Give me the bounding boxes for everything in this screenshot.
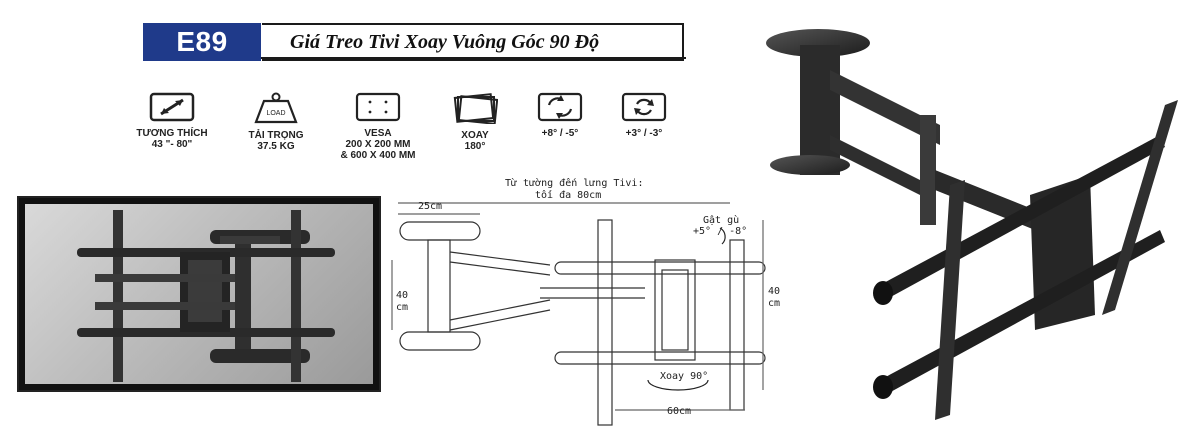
- spec-label: XOAY 180°: [461, 130, 489, 152]
- depth-label-line1: Từ tường đến lưng Tivi:: [505, 178, 644, 189]
- tilt-icon: [537, 92, 583, 122]
- spec-tilt: +8° / -5°: [515, 92, 605, 139]
- mount-photo-illustration: [77, 210, 335, 382]
- tilt-label-line2: +5° / -8°: [693, 226, 748, 237]
- spec-label: TƯƠNG THÍCH 43 "- 80": [136, 128, 208, 150]
- load-weight-icon: LOAD: [254, 92, 298, 124]
- spec-label: VESA 200 X 200 MM & 600 X 400 MM: [340, 128, 416, 161]
- spec-label: TẢI TRỌNG 37.5 KG: [248, 130, 304, 152]
- height-right-value: 40: [768, 286, 781, 297]
- spec-load: LOAD TẢI TRỌNG 37.5 KG: [231, 92, 321, 152]
- spec-label: +3° / -3°: [625, 128, 663, 139]
- depth-label-line2: tối đa 80cm: [535, 190, 602, 201]
- tv-size-icon: [149, 92, 195, 122]
- product-title: Giá Treo Tivi Xoay Vuông Góc 90 Độ: [290, 30, 600, 53]
- arm-width-label: 25cm: [418, 201, 443, 212]
- mount-3d-render: [766, 29, 1178, 420]
- swivel-icon: [453, 93, 498, 124]
- rotate-icon: [621, 92, 667, 122]
- header-rule: [200, 57, 686, 59]
- spec-vesa: VESA 200 X 200 MM & 600 X 400 MM: [333, 92, 423, 161]
- rotate-label: Xoay 90°: [660, 371, 709, 382]
- photo-wall-background: [25, 204, 373, 384]
- width-label: 60cm: [667, 406, 692, 417]
- tilt-label-line1: Gật gù: [703, 215, 740, 226]
- spec-label: +8° / -5°: [541, 128, 579, 139]
- product-photo: [17, 196, 381, 392]
- spec-swivel: XOAY 180°: [430, 92, 520, 152]
- spec-rotate: +3° / -3°: [599, 92, 689, 139]
- height-left-unit: cm: [396, 302, 409, 313]
- height-left-value: 40: [396, 290, 409, 301]
- vesa-icon: [355, 92, 401, 122]
- model-badge: E89: [143, 23, 261, 61]
- dimension-diagram: [391, 202, 766, 426]
- title-banner: Giá Treo Tivi Xoay Vuông Góc 90 Độ: [262, 23, 684, 61]
- spec-compatibility: TƯƠNG THÍCH 43 "- 80": [127, 92, 217, 150]
- height-right-unit: cm: [768, 298, 781, 309]
- load-icon-text: LOAD: [266, 110, 285, 117]
